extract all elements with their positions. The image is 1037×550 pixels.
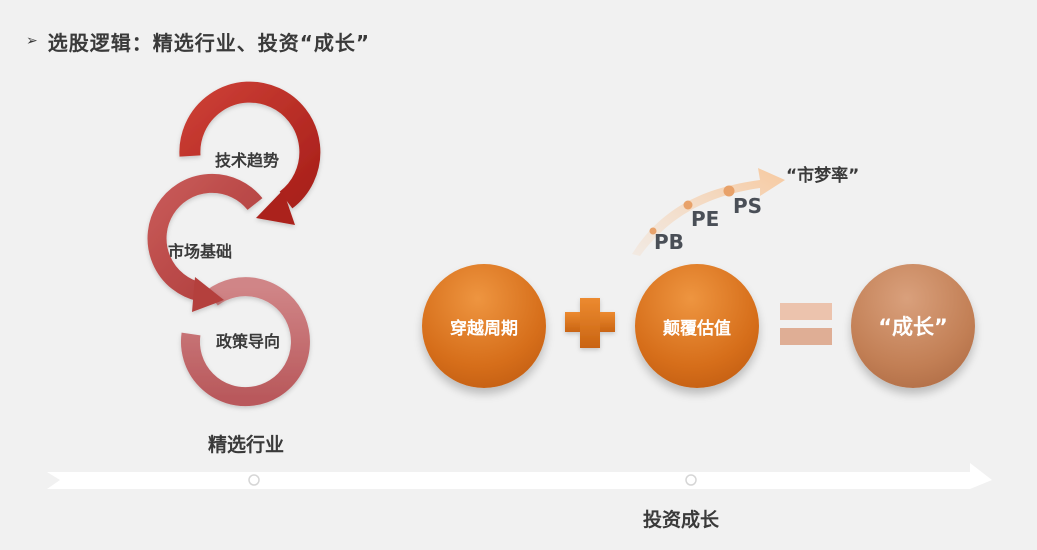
label-dream-ratio: “市梦率” bbox=[786, 166, 860, 186]
plus-icon bbox=[565, 298, 615, 348]
label-ps: PS bbox=[733, 194, 763, 218]
page-title: 选股逻辑：精选行业、投资“成长” bbox=[47, 30, 371, 55]
ring-tech-arrow bbox=[179, 81, 321, 225]
label-pb: PB bbox=[654, 230, 684, 254]
equals-icon bbox=[780, 303, 832, 345]
pb-dot bbox=[649, 227, 657, 235]
ps-dot bbox=[723, 185, 735, 197]
timeline-node-industry bbox=[248, 474, 260, 486]
pe-dot bbox=[683, 200, 693, 210]
section-header: ➢ 选股逻辑：精选行业、投资“成长” bbox=[26, 24, 370, 58]
arrow-bullet-icon: ➢ bbox=[26, 33, 38, 49]
caption-invest-growth: 投资成长 bbox=[643, 509, 720, 531]
valuation-swoosh-arrow bbox=[632, 168, 785, 256]
timeline-node-growth bbox=[685, 474, 697, 486]
ring-label-policy: 政策导向 bbox=[216, 332, 281, 351]
timeline-arrow bbox=[47, 463, 992, 489]
ring-market-arrow bbox=[147, 173, 263, 312]
label-pe: PE bbox=[691, 207, 720, 231]
circle-cross-cycle: 穿越周期 bbox=[422, 264, 546, 388]
caption-select-industry: 精选行业 bbox=[208, 434, 285, 456]
ring-label-market: 市场基础 bbox=[168, 242, 233, 261]
ring-policy-arrow bbox=[180, 277, 310, 407]
ring-label-tech: 技术趋势 bbox=[215, 151, 280, 170]
circle-growth: “成长” bbox=[851, 264, 975, 388]
circle-disrupt-valuation: 颠覆估值 bbox=[635, 264, 759, 388]
